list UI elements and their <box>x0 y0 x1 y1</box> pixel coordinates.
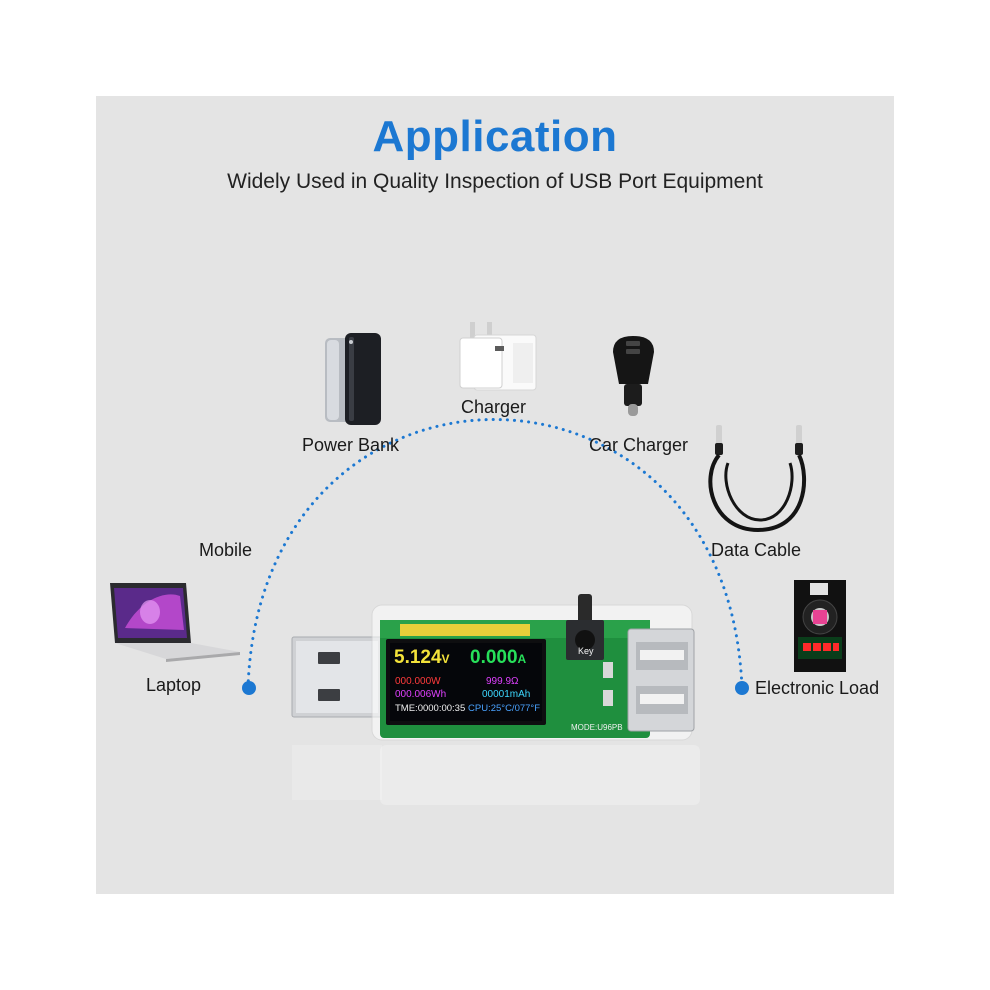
car-charger-icon <box>613 336 654 416</box>
meter-display: 5.124V 0.000A 000.000W 999.9Ω 000.006Wh … <box>390 643 542 721</box>
label-electronic-load: Electronic Load <box>755 678 880 698</box>
label-data-cable: Data Cable <box>711 540 802 560</box>
data-cable-icon <box>708 425 806 533</box>
electronic-load-icon <box>794 580 846 672</box>
power-readout: 000.000W <box>395 676 441 687</box>
page-title: Application <box>372 112 618 161</box>
power-bank-icon <box>325 333 381 425</box>
current-readout: 0.000A <box>470 647 527 668</box>
label-mobile: Mobile <box>199 540 253 560</box>
key-label: Key <box>578 646 594 656</box>
energy-readout: 000.006Wh <box>395 689 447 700</box>
label-power-bank: Power Bank <box>302 435 400 455</box>
voltage-readout: 5.124V <box>394 647 450 668</box>
arc-endpoint-right <box>735 681 749 695</box>
connection-arc <box>246 418 744 690</box>
label-charger: Charger <box>461 397 527 417</box>
resistance-readout: 999.9Ω <box>486 676 519 687</box>
background-panel <box>96 96 894 894</box>
time-readout: TME:0000:00:35 <box>395 703 466 714</box>
temperature-readout: CPU:25°C/077°F <box>468 703 541 714</box>
arc-endpoint-left <box>242 681 256 695</box>
label-car-charger: Car Charger <box>589 435 689 455</box>
label-laptop: Laptop <box>146 675 202 695</box>
mode-label: MODE:U96PB <box>571 723 623 732</box>
charger-icon <box>459 322 537 391</box>
laptop-icon <box>110 583 240 662</box>
capacity-readout: 00001mAh <box>482 689 531 700</box>
page-subtitle: Widely Used in Quality Inspection of USB… <box>227 170 763 193</box>
